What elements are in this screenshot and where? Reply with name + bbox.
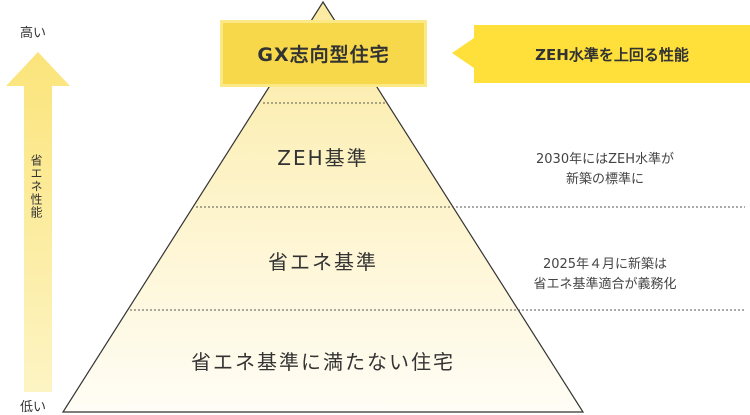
gx-housing-label: GX志向型住宅 (257, 44, 390, 66)
level-zeh: ZEH基準 (277, 146, 369, 170)
zeh-note-line2: 新築の標準に (565, 172, 644, 187)
shoene-note-line1: 2025年４月に新築は (542, 257, 668, 272)
level-shoene: 省エネ基準 (268, 250, 378, 274)
zeh-note: 2030年にはZEH水準が 新築の標準に (510, 150, 700, 190)
zeh-note-line1: 2030年にはZEH水準が (536, 152, 674, 167)
axis-low-label: 低い (20, 400, 47, 415)
performance-arrow (6, 52, 70, 392)
level-below-shoene: 省エネ基準に満たない住宅 (191, 350, 455, 374)
shoene-note-line2: 省エネ基準適合が義務化 (533, 277, 677, 292)
callout-box: ZEH水準を上回る性能 (474, 25, 750, 83)
callout-pointer (452, 38, 474, 68)
shoene-note: 2025年４月に新築は 省エネ基準適合が義務化 (505, 255, 705, 295)
gx-housing-box: GX志向型住宅 (220, 20, 427, 87)
axis-title: 省エネ性能 (29, 154, 43, 219)
axis-high-label: 高い (20, 26, 47, 41)
callout-text: ZEH水準を上回る性能 (535, 45, 689, 64)
